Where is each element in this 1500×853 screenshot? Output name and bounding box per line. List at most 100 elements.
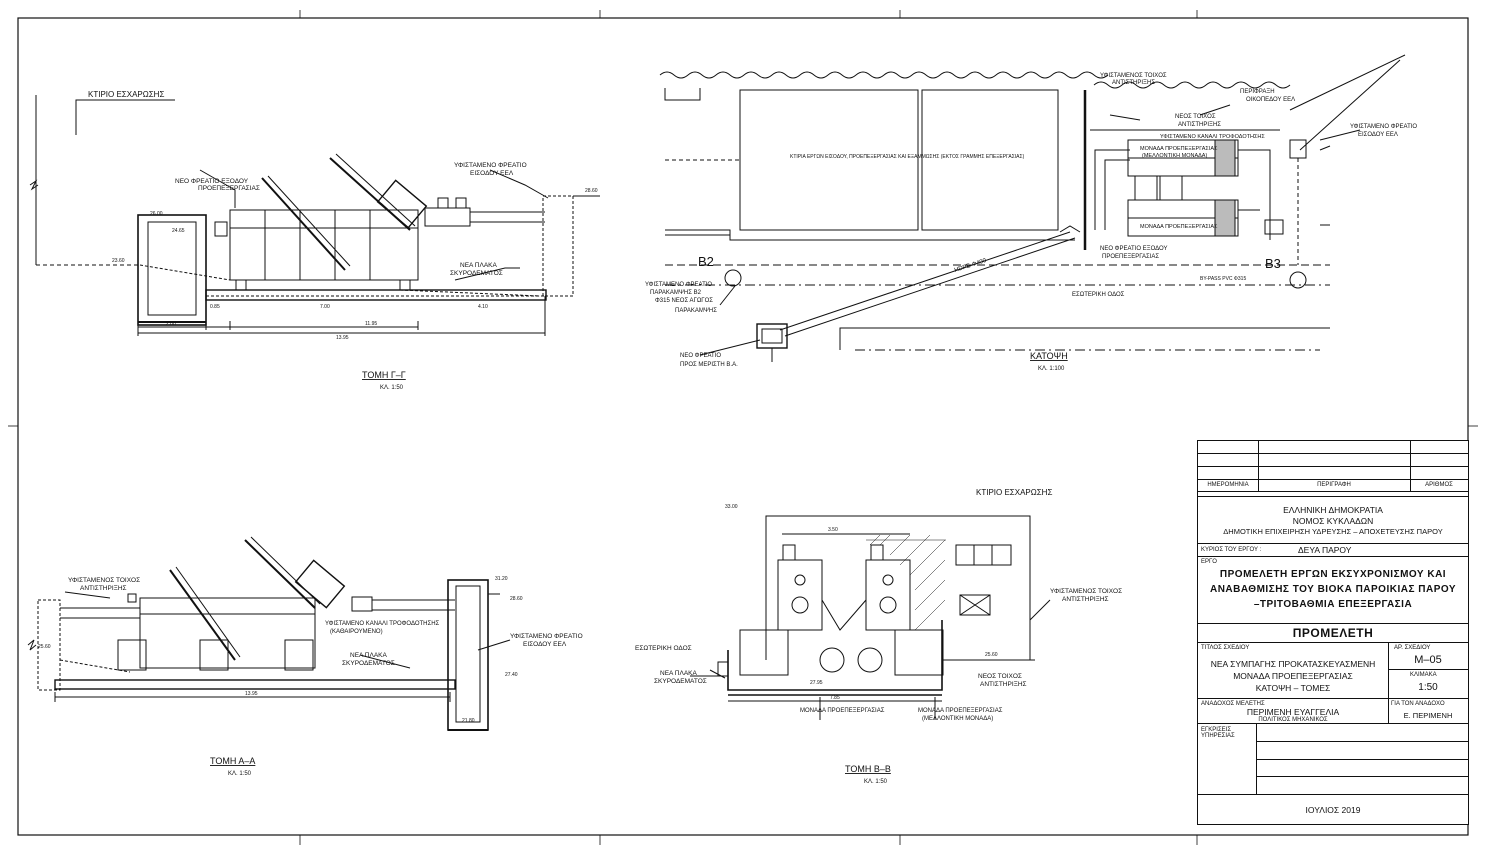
plan-channel-label: ΥΦΙΣΤΑΜΕΝΟ ΚΑΝΑΛΙ ΤΡΟΦΟΔΟΤΗΣΗΣ <box>1160 134 1265 140</box>
aa-level-4: 27.40 <box>505 672 518 678</box>
signature: Ε. ΠΕΡΙΜΕΝΗ <box>1403 711 1453 720</box>
section-aa <box>27 536 511 731</box>
project-line-2: ΑΝΑΒΑΘΜΙΣΗΣ ΤΟΥ ΒΙΟΚΑ ΠΑΡΟΙΚΙΑΣ ΠΑΡΟΥ <box>1209 584 1457 595</box>
owner-label: ΚΥΡΙΟΣ ΤΟΥ ΕΡΓΟΥ : <box>1201 547 1262 553</box>
bb-slab-label-2: ΣΚΥΡΟΔΕΜΑΤΟΣ <box>654 678 707 685</box>
gg-level-1: 26.00 <box>150 211 163 217</box>
owner-row: ΚΥΡΙΟΣ ΤΟΥ ΕΡΓΟΥ : ΔΕΥΑ ΠΑΡΟΥ <box>1198 544 1468 557</box>
section-gg <box>29 95 600 336</box>
gg-dim-b: 0.85 <box>210 304 220 310</box>
plan-unit-new: ΜΟΝΑΔΑ ΠΡΟΕΠΕΞΕΡΓΑΣΙΑΣ <box>1140 224 1218 230</box>
bb-dim-total: 7.85 <box>830 695 840 701</box>
project-line-1: ΠΡΟΜΕΛΕΤΗ ΕΡΓΩΝ ΕΚΣΥΧΡΟΝΙΣΜΟΥ ΚΑΙ <box>1219 569 1447 580</box>
gg-outlet-label-2: ΠΡΟΕΠΕΞΕΡΓΑΣΙΑΣ <box>198 185 260 192</box>
plan-title: ΚΑΤΟΨΗ <box>1030 351 1068 361</box>
plan-scale: ΚΛ. 1:100 <box>1038 366 1065 372</box>
plan-b3: Β3 <box>1265 256 1281 271</box>
bb-slab-label: ΝΕΑ ΠΛΑΚΑ <box>660 670 698 677</box>
plan-bypass-well: ΥΦΙΣΤΑΜΕΝΟ ΦΡΕΑΤΙΟ <box>645 282 712 288</box>
bb-dim-top: 3.50 <box>828 527 838 533</box>
aa-channel-label: ΥΦΙΣΤΑΜΕΝΟ ΚΑΝΑΛΙ ΤΡΟΦΟΔΟΤΗΣΗΣ <box>325 621 440 627</box>
owner-value: ΔΕΥΑ ΠΑΡΟΥ <box>1298 545 1352 555</box>
approvals-area: ΕΓΚΡΙΣΕΙΣ ΥΠΗΡΕΣΙΑΣ <box>1198 724 1468 795</box>
drawing-title-1: ΝΕΑ ΣΥΜΠΑΓΗΣ ΠΡΟΚΑΤΑΣΚΕΥΑΣΜΕΝΗ <box>1210 659 1376 669</box>
gg-level-4: 28.60 <box>585 188 598 194</box>
aa-channel-label-2: (ΚΑΘΑΙΡΟΥΜΕΝΟ) <box>330 629 383 635</box>
org-line-1: ΕΛΛΗΝΙΚΗ ΔΗΜΟΚΡΑΤΙΑ <box>1283 505 1383 515</box>
plan-road: ΕΣΩΤΕΡΙΚΗ ΟΔΟΣ <box>1072 292 1125 298</box>
plan-new-well: ΝΕΟ ΦΡΕΑΤΙΟ <box>680 353 721 359</box>
org-block: ΕΛΛΗΝΙΚΗ ΔΗΜΟΚΡΑΤΙΑ ΝΟΜΟΣ ΚΥΚΛΑΔΩΝ ΔΗΜΟΤ… <box>1198 497 1468 544</box>
gg-slab-label: ΝΕΑ ΠΛΑΚΑ <box>460 262 498 269</box>
gg-dim-a: 2.00 <box>166 321 176 327</box>
stage-value: ΠΡΟΜΕΛΕΤΗ <box>1292 626 1374 640</box>
aa-wall-label: ΥΦΙΣΤΑΜΕΝΟΣ ΤΟΙΧΟΣ <box>68 577 140 584</box>
bb-newwall-label-2: ΑΝΤΙΣΤΗΡΙΞΗΣ <box>980 681 1027 688</box>
frame-ticks <box>8 10 1478 845</box>
aa-level-2: 28.60 <box>510 596 523 602</box>
gg-level-2: 24.65 <box>172 228 185 234</box>
rev-header-row: ΗΜΕΡΟΜΗΝΙΑ ΠΕΡΙΓΡΑΦΗ ΑΡΙΘΜΟΣ <box>1198 479 1468 492</box>
project-label: ΕΡΓΟ <box>1201 559 1217 565</box>
drawing-no: Μ–05 <box>1414 654 1442 666</box>
approvals-label: ΕΓΚΡΙΣΕΙΣ ΥΠΗΡΕΣΙΑΣ <box>1201 727 1235 739</box>
gg-dim-total: 13.95 <box>336 335 349 341</box>
plan-new-well-2: ΠΡΟΣ ΜΕΡΙΣΤΗ Β.Α. <box>680 362 738 368</box>
bb-unit-label: ΜΟΝΑΔΑ ΠΡΟΕΠΕΞΕΡΓΑΣΙΑΣ <box>800 708 885 714</box>
gg-existing-well-label: ΥΦΙΣΤΑΜΕΝΟ ΦΡΕΑΤΙΟ <box>454 162 527 169</box>
bb-newwall-label: ΝΕΟΣ ΤΟΙΧΟΣ <box>978 673 1022 680</box>
gg-scale: ΚΛ. 1:50 <box>380 385 404 391</box>
rev-desc-header: ΠΕΡΙΓΡΑΦΗ <box>1317 482 1351 488</box>
section-gg-texts: ΚΤΙΡΙΟ ΕΣΧΑΡΩΣΗΣ ΝΕΟ ΦΡΕΑΤΙΟ ΕΞΟΔΟΥ ΠΡΟΕ… <box>88 90 598 391</box>
rev-no-header: ΑΡΙΘΜΟΣ <box>1425 482 1453 488</box>
drawing-no-label: ΑΡ. ΣΧΕΔΙΟΥ <box>1394 645 1431 651</box>
section-bb <box>690 515 1051 720</box>
bb-wall-label: ΥΦΙΣΤΑΜΕΝΟΣ ΤΟΙΧΟΣ <box>1050 588 1122 595</box>
plan-b2: Β2 <box>698 254 714 269</box>
plan-view <box>659 54 1406 362</box>
aa-slab-label-2: ΣΚΥΡΟΔΕΜΑΤΟΣ <box>342 660 395 667</box>
bb-wall-label-2: ΑΝΤΙΣΤΗΡΙΞΗΣ <box>1062 596 1109 603</box>
gg-building-label: ΚΤΙΡΙΟ ΕΣΧΑΡΩΣΗΣ <box>88 90 164 99</box>
drawing-title-3: ΚΑΤΟΨΗ – ΤΟΜΕΣ <box>1255 683 1331 693</box>
bb-title: ΤΟΜΗ Β–Β <box>845 764 891 774</box>
plan-new-pipe: Φ315 ΝΕΟΣ ΑΓΩΓΟΣ <box>655 298 713 304</box>
org-line-3: ΔΗΜΟΤΙΚΗ ΕΠΙΧΕΙΡΗΣΗ ΥΔΡΕΥΣΗΣ – ΑΠΟΧΕΤΕΥΣ… <box>1223 527 1443 536</box>
plan-building-text: ΚΤΙΡΙΑ ΕΡΓΩΝ ΕΙΣΟΔΟΥ, ΠΡΟΕΠΕΞΕΡΓΑΣΙΑΣ ΚΑ… <box>790 154 1025 160</box>
aa-level-3: 25.60 <box>38 644 51 650</box>
gg-dim-c: 7.00 <box>320 304 330 310</box>
plan-fence-label: ΠΕΡΙΦΡΑΞΗ <box>1240 89 1275 95</box>
rev-date-header: ΗΜΕΡΟΜΗΝΙΑ <box>1207 482 1249 488</box>
rev-row-3 <box>1198 467 1468 480</box>
sheet-border <box>17 17 1469 836</box>
stage-row: ΠΡΟΜΕΛΕΤΗ <box>1198 624 1468 643</box>
section-aa-texts: ΥΦΙΣΤΑΜΕΝΟΣ ΤΟΙΧΟΣ ΑΝΤΙΣΤΗΡΙΞΗΣ ΥΦΙΣΤΑΜΕ… <box>38 576 583 777</box>
designer-name: ΠΕΡΙΜΕΝΗ ΕΥΑΓΓΕΛΙΑ <box>1246 707 1340 717</box>
gg-outlet-label: ΝΕΟ ΦΡΕΑΤΙΟ ΕΞΟΔΟΥ <box>175 178 249 185</box>
aa-well-label: ΥΦΙΣΤΑΜΕΝΟ ΦΡΕΑΤΙΟ <box>510 633 583 640</box>
aa-level-1: 31.20 <box>495 576 508 582</box>
org-line-2: ΝΟΜΟΣ ΚΥΚΛΑΔΩΝ <box>1292 516 1374 526</box>
plan-new-outlet-2: ΠΡΟΕΠΕΞΕΡΓΑΣΙΑΣ <box>1102 254 1159 260</box>
plan-hdpe: HDPE Φ400 <box>954 258 988 274</box>
bb-road-label: ΕΣΩΤΕΡΙΚΗ ΟΔΟΣ <box>635 645 692 652</box>
plan-wall-label-2: ΑΝΤΙΣΤΗΡΙΞΗΣ <box>1112 80 1155 86</box>
plan-exist-well-2: ΕΙΣΟΔΟΥ ΕΕΛ <box>1358 132 1398 138</box>
plan-newwall-label: ΝΕΟΣ ΤΟΙΧΟΣ <box>1175 114 1216 120</box>
issue-date: ΙΟΥΛΙΟΣ 2019 <box>1305 805 1361 815</box>
bb-future-label-2: (ΜΕΛΛΟΝΤΙΚΗ ΜΟΝΑΔΑ) <box>922 716 993 722</box>
plan-texts: ΚΤΙΡΙΑ ΕΡΓΩΝ ΕΙΣΟΔΟΥ, ΠΡΟΕΠΕΞΕΡΓΑΣΙΑΣ ΚΑ… <box>645 73 1417 372</box>
plan-new-outlet: ΝΕΟ ΦΡΕΑΤΙΟ ΕΞΟΔΟΥ <box>1100 246 1167 252</box>
designer-role: ΠΟΛΙΤΙΚΟΣ ΜΗΧΑΝΙΚΟΣ <box>1258 717 1328 723</box>
bb-level-top: 33.00 <box>725 504 738 510</box>
plan-bypass-well-2: ΠΑΡΑΚΑΜΨΗΣ Β2 <box>650 290 702 296</box>
aa-dim-total: 13.95 <box>245 691 258 697</box>
gg-slab-label-2: ΣΚΥΡΟΔΕΜΑΤΟΣ <box>450 270 503 277</box>
rev-row-2 <box>1198 454 1468 467</box>
gg-level-3: 23.60 <box>112 258 125 264</box>
project-line-3: –ΤΡΙΤΟΒΑΘΜΙΑ ΕΠΕΞΕΡΓΑΣΙΑ <box>1253 599 1413 610</box>
project-block: ΕΡΓΟ ΠΡΟΜΕΛΕΤΗ ΕΡΓΩΝ ΕΚΣΥΧΡΟΝΙΣΜΟΥ ΚΑΙ Α… <box>1198 557 1468 624</box>
drawing-title-2: ΜΟΝΑΔΑ ΠΡΟΕΠΕΞΕΡΓΑΣΙΑΣ <box>1233 671 1353 681</box>
scale-value: 1:50 <box>1418 682 1438 693</box>
aa-level-5: 21.80 <box>462 718 475 724</box>
